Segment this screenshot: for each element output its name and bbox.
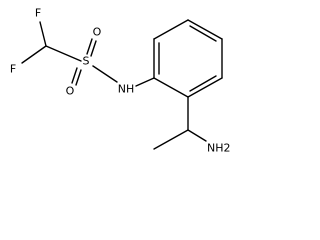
ring-bond-5: [187, 77, 223, 98]
bond-s-o-top-b: [90, 40, 97, 57]
atom-amide-nitrogen: NH: [118, 83, 135, 96]
chemical-structure: F F S O O NH NH2: [10, 7, 231, 155]
bond-ch-methyl: [153, 129, 189, 150]
atom-f-left: F: [10, 63, 16, 76]
ring-double-bond-bottom: [189, 75, 217, 92]
atom-sulfur: S: [83, 55, 90, 68]
bond-c-s: [45, 45, 82, 62]
atom-amine-group: NH2: [207, 142, 231, 155]
atom-f-top: F: [35, 7, 41, 20]
bond-s-o-bottom-a: [71, 67, 78, 84]
bond-s-o-top-a: [86, 38, 93, 55]
bond-s-o-bottom-b: [75, 69, 82, 86]
bond-ch-nh2: [187, 129, 207, 142]
bond-c-f-left: [21, 45, 47, 64]
ring-bond-6: [153, 77, 189, 98]
bond-c-f-top: [39, 21, 47, 47]
atom-oxygen-bottom: O: [66, 85, 75, 98]
atom-oxygen-top: O: [93, 26, 102, 39]
ring-bond-2: [153, 19, 189, 40]
ring-bond-3: [187, 19, 223, 40]
ring-double-bond-top: [189, 25, 217, 42]
bond-n-ring: [135, 77, 155, 87]
bond-s-n: [92, 65, 118, 83]
